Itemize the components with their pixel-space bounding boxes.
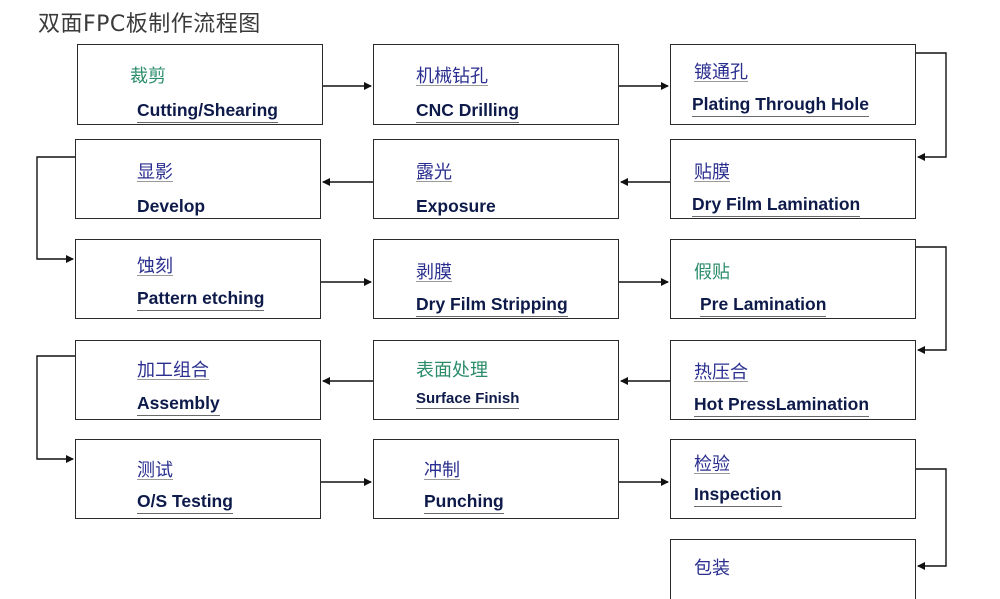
step-box-packaging	[670, 539, 916, 599]
step-cn-label: 机械钻孔	[416, 66, 488, 87]
step-box-exposure	[373, 139, 619, 219]
step-box-cnc-drilling	[373, 44, 619, 125]
step-en-label: CNC Drilling	[416, 100, 520, 123]
step-cn-label: 贴膜	[694, 162, 730, 183]
step-box-assembly	[75, 340, 321, 420]
step-box-pre-lamination	[670, 239, 916, 319]
step-box-surface-finish	[373, 340, 619, 420]
step-box-develop	[75, 139, 321, 219]
step-cn-label: 裁剪	[130, 66, 166, 87]
step-cn-label: 显影	[137, 162, 173, 183]
step-en-label: O/S Testing	[137, 491, 233, 514]
step-box-punching	[373, 439, 619, 519]
step-cn-label: 加工组合	[137, 360, 209, 381]
arrow-develop-to-etching	[36, 156, 75, 263]
step-en-label: Punching	[424, 491, 504, 514]
step-en-label: Develop	[137, 196, 206, 216]
arrow-plating-to-dryfilm	[916, 52, 947, 161]
step-cn-label: 假贴	[694, 262, 730, 283]
step-en-label: Plating Through Hole	[692, 94, 869, 117]
step-box-dry-film-lamination	[670, 139, 916, 219]
step-en-label: Inspection	[694, 484, 782, 507]
step-en-label: Pattern etching	[137, 288, 265, 311]
step-cn-label: 包装	[694, 558, 730, 579]
arrow-prelam-to-hotpress	[916, 246, 947, 354]
step-cn-label: 冲制	[424, 460, 460, 481]
step-en-label: Dry Film Stripping	[416, 294, 568, 317]
step-en-label: Exposure	[416, 196, 496, 216]
step-cn-label: 剥膜	[416, 262, 452, 283]
step-box-pattern-etching	[75, 239, 321, 319]
step-box-dry-film-stripping	[373, 239, 619, 319]
step-cn-label: 测试	[137, 460, 173, 481]
page-title: 双面FPC板制作流程图	[38, 12, 261, 37]
step-en-label: Dry Film Lamination	[692, 194, 861, 217]
step-en-label: Hot PressLamination	[694, 394, 870, 417]
step-cn-label: 检验	[694, 454, 730, 475]
step-en-label: Pre Lamination	[700, 294, 827, 317]
step-cn-label: 露光	[416, 162, 452, 183]
step-cn-label: 热压合	[694, 362, 748, 383]
step-box-inspection	[670, 439, 916, 519]
step-en-label: Surface Finish	[416, 390, 520, 409]
arrow-inspection-to-packaging	[916, 468, 947, 570]
step-cn-label: 镀通孔	[694, 62, 748, 83]
step-cn-label: 表面处理	[416, 360, 488, 381]
step-box-hot-press-lamination	[670, 340, 916, 420]
step-en-label: Cutting/Shearing	[137, 100, 278, 123]
step-box-os-testing	[75, 439, 321, 519]
step-box-cutting	[77, 44, 323, 125]
arrow-assembly-to-testing	[36, 355, 75, 463]
step-cn-label: 蚀刻	[137, 256, 173, 277]
step-box-plating-through-hole	[670, 44, 916, 125]
step-en-label: Assembly	[137, 393, 220, 416]
